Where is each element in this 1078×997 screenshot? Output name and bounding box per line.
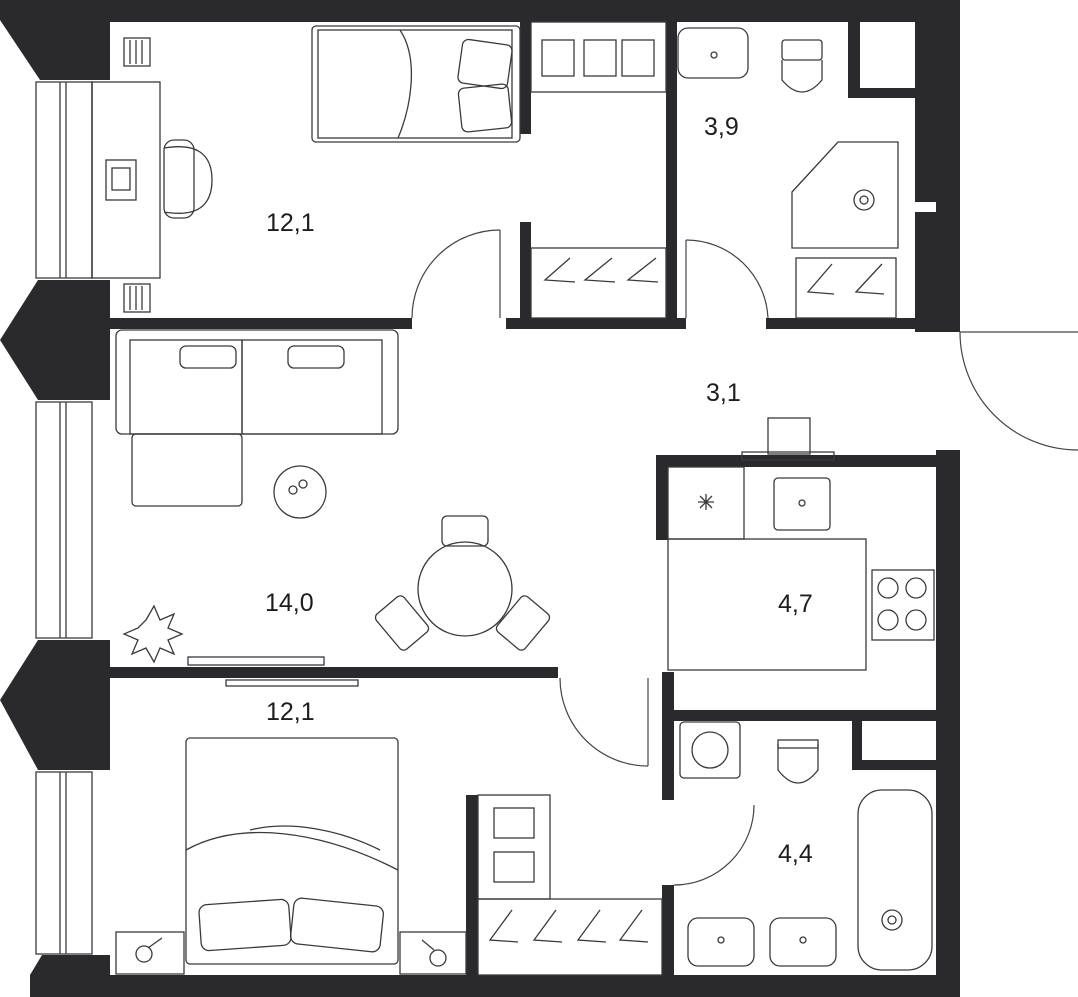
area-labels: 12,1 3,9 3,1 14,0 4,7 12,1 4,4	[265, 113, 813, 868]
coffee-table	[273, 465, 327, 519]
bed-bottom	[185, 737, 399, 965]
windows	[35, 81, 93, 955]
sofa	[115, 329, 399, 435]
door-swings	[411, 229, 1078, 886]
area-bathroom-bottom: 4,4	[778, 840, 813, 868]
walls	[0, 0, 960, 997]
kitchen-sink	[773, 477, 831, 531]
area-hallway: 3,1	[706, 379, 741, 407]
sink-top	[677, 27, 749, 79]
bathtub	[857, 789, 933, 971]
area-bedroom-bottom: 12,1	[266, 698, 315, 726]
stove	[871, 569, 935, 641]
furniture	[91, 21, 935, 976]
bed-top	[311, 25, 521, 143]
area-bathroom-top: 3,9	[704, 113, 739, 141]
area-living-room: 14,0	[265, 589, 314, 617]
washing-machine	[679, 721, 741, 779]
area-bedroom-top: 12,1	[266, 209, 315, 237]
desk	[91, 81, 161, 279]
area-kitchen: 4,7	[778, 590, 813, 618]
dining-table	[417, 541, 513, 637]
shower	[791, 141, 899, 249]
